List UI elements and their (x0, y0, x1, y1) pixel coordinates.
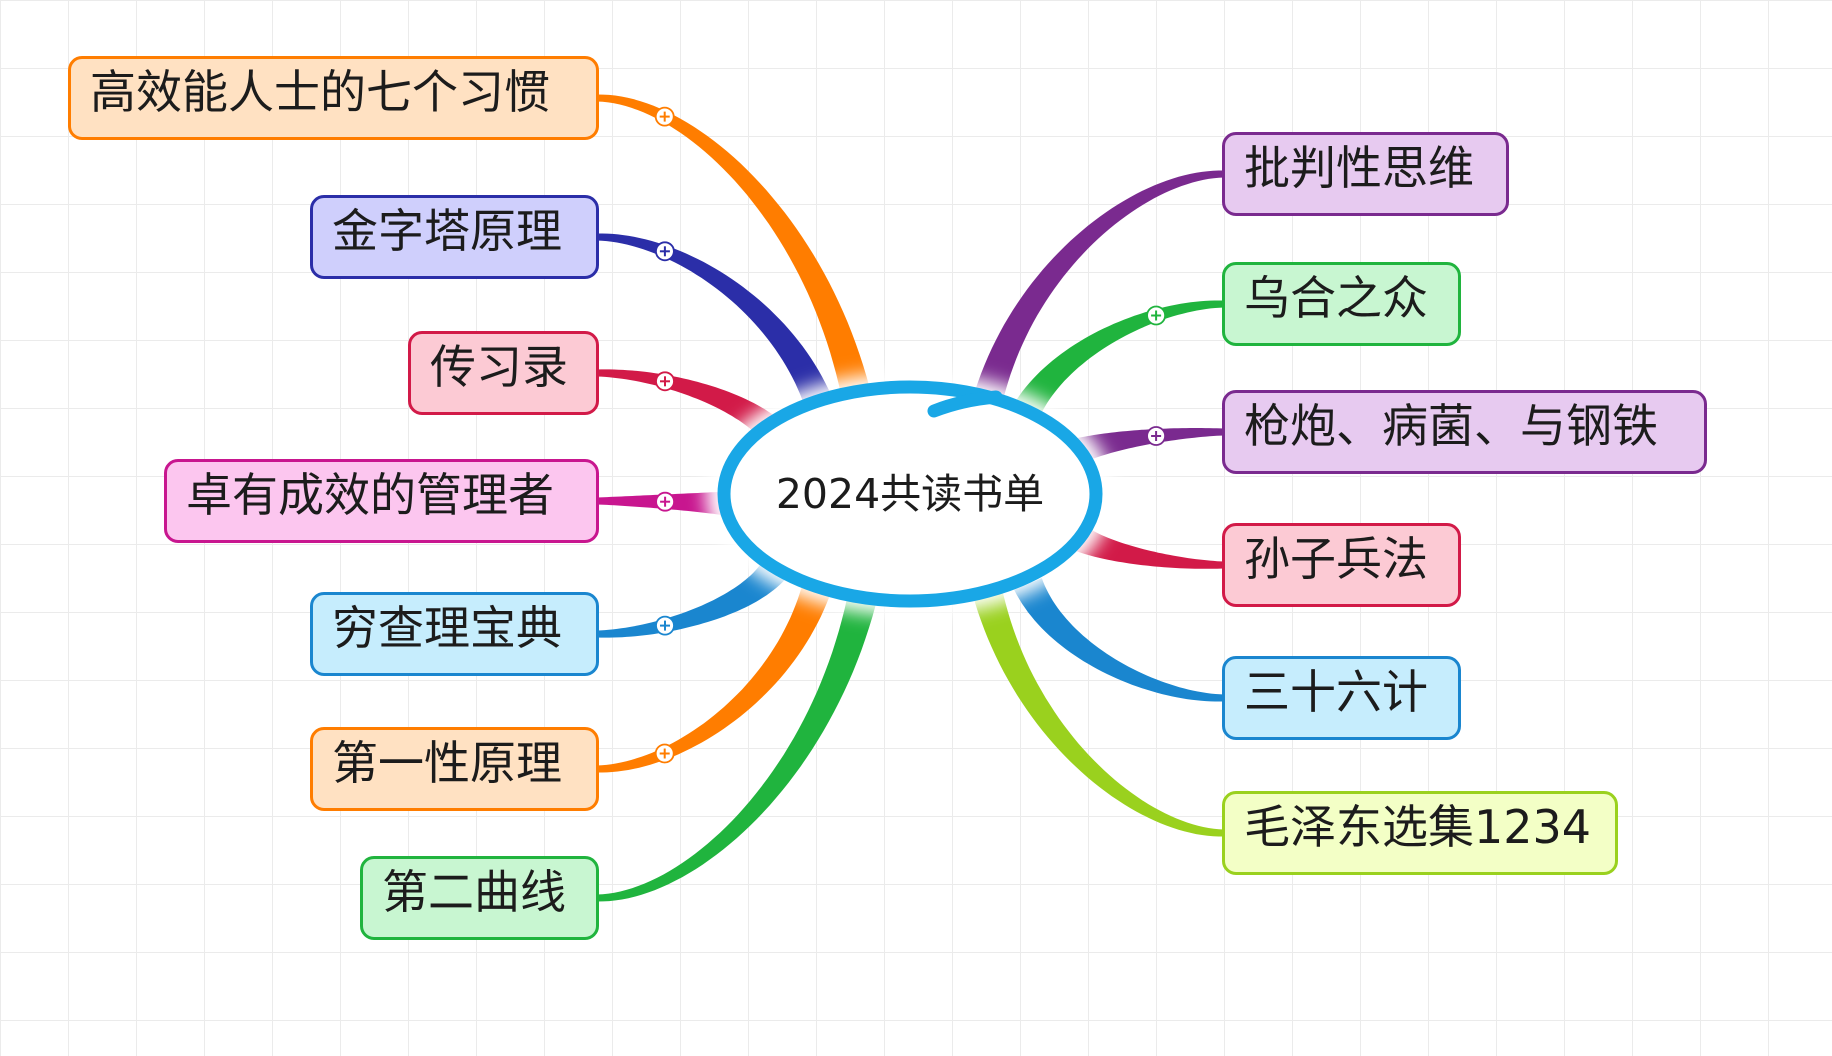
subtopic-label: 穷查理宝典 (332, 601, 562, 655)
subtopic-node[interactable]: 穷查理宝典 (310, 592, 599, 676)
subtopic-label: 第二曲线 (382, 865, 566, 919)
branch-connector (1054, 428, 1224, 471)
subtopic-label: 枪炮、病菌、与钢铁 (1244, 399, 1658, 453)
subtopic-node[interactable]: 第一性原理 (310, 727, 599, 811)
subtopic-label: 批判性思维 (1244, 141, 1474, 195)
expand-toggle-icons (654, 106, 1166, 764)
branch-connector (597, 94, 873, 407)
plus-circle-icon[interactable] (1146, 305, 1166, 326)
subtopic-label: 传习录 (430, 340, 568, 394)
subtopic-label: 三十六计 (1244, 665, 1428, 719)
plus-circle-icon[interactable] (655, 491, 675, 512)
branch-connector (597, 586, 879, 902)
subtopic-node[interactable]: 金字塔原理 (310, 195, 599, 279)
subtopic-label: 孙子兵法 (1244, 532, 1428, 586)
subtopic-node[interactable]: 孙子兵法 (1222, 523, 1461, 607)
branch-connector (972, 170, 1224, 407)
central-topic-fill (724, 387, 1096, 601)
central-topic[interactable]: 2024共读书单 (710, 464, 1110, 524)
subtopic-node[interactable]: 第二曲线 (360, 856, 599, 940)
subtopic-label: 乌合之众 (1244, 271, 1428, 325)
subtopic-label: 第一性原理 (332, 736, 562, 790)
subtopic-label: 高效能人士的七个习惯 (90, 65, 550, 119)
subtopic-node[interactable]: 枪炮、病菌、与钢铁 (1222, 390, 1707, 474)
plus-circle-icon[interactable] (1146, 426, 1166, 446)
subtopic-node[interactable]: 卓有成效的管理者 (164, 459, 599, 543)
central-topic-ring (717, 380, 1103, 608)
subtopic-node[interactable]: 毛泽东选集1234 (1222, 791, 1618, 875)
central-topic-label: 2024共读书单 (775, 469, 1045, 518)
subtopic-node[interactable]: 批判性思维 (1222, 132, 1509, 216)
subtopic-label: 毛泽东选集1234 (1244, 800, 1592, 854)
subtopic-label: 金字塔原理 (332, 204, 562, 258)
subtopic-node[interactable]: 传习录 (408, 331, 599, 415)
branch-connector (1014, 578, 1224, 702)
subtopic-node[interactable]: 乌合之众 (1222, 262, 1461, 346)
subtopic-label: 卓有成效的管理者 (186, 468, 554, 522)
plus-circle-icon[interactable] (654, 106, 675, 127)
plus-circle-icon[interactable] (655, 615, 675, 636)
plus-circle-icon[interactable] (655, 241, 675, 262)
branch-connector (1059, 519, 1224, 569)
branch-connector (972, 586, 1224, 837)
plus-circle-icon[interactable] (654, 743, 675, 764)
central-topic-ring-brush-tail (927, 390, 1003, 418)
subtopic-node[interactable]: 高效能人士的七个习惯 (68, 56, 599, 140)
subtopic-node[interactable]: 三十六计 (1222, 656, 1461, 740)
plus-circle-icon[interactable] (655, 371, 675, 392)
